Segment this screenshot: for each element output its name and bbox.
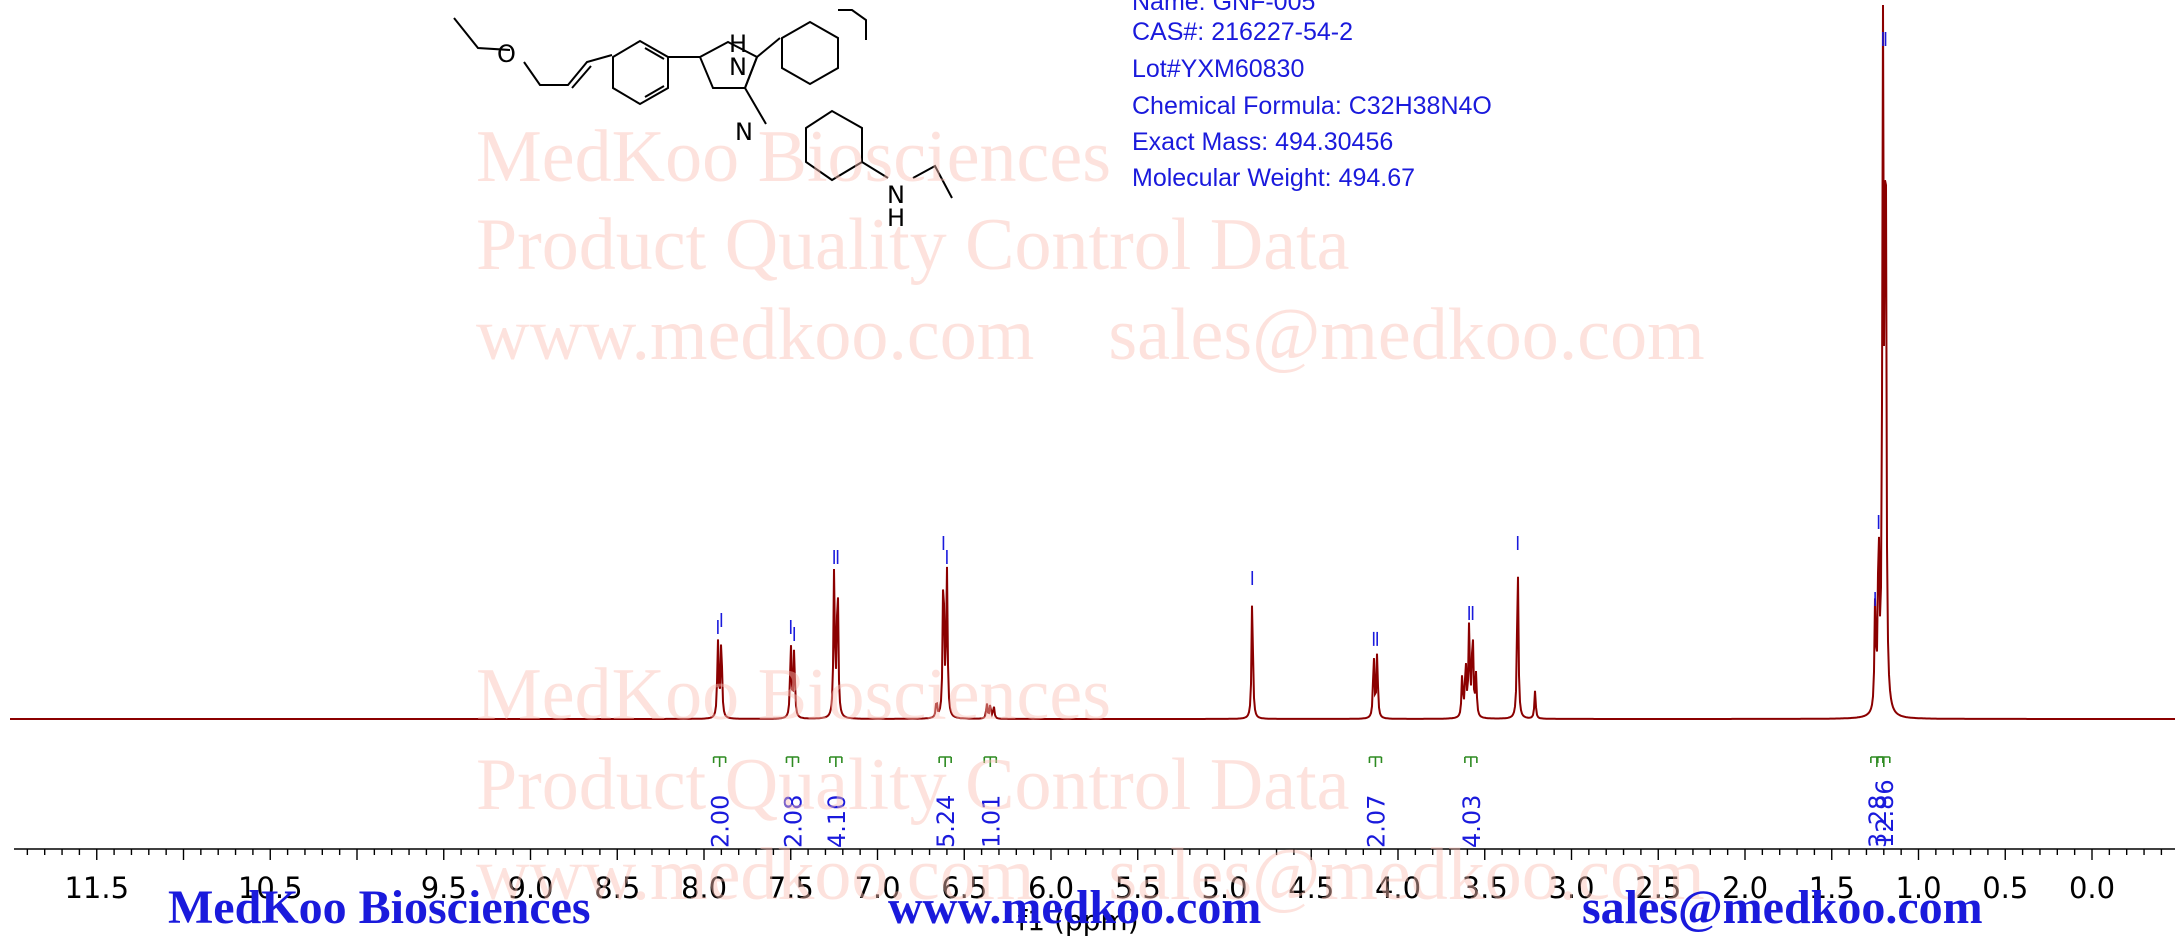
x-tick-label: 9.5 <box>421 871 467 905</box>
integral-label: 4.03 <box>1458 795 1486 848</box>
x-tick-label: 11.5 <box>64 871 129 905</box>
watermark-top-line1: MedKoo Biosciences <box>476 116 1112 198</box>
x-tick-label: 10.5 <box>238 871 303 905</box>
molecule-atom-labels: O N H N N H <box>497 30 905 232</box>
integral-bracket <box>1877 756 1891 767</box>
integral: 2.08 <box>779 756 807 848</box>
integral-bracket <box>829 756 843 767</box>
atom-h3: H <box>887 204 905 232</box>
integral: 12.86 <box>1871 756 1899 848</box>
compound-name: Name: GNF-005 <box>1132 0 1316 16</box>
integral-label: 2.08 <box>779 795 807 848</box>
x-tick-label: 9.0 <box>507 871 553 905</box>
integral-bracket <box>1870 756 1884 767</box>
x-tick-label: 7.0 <box>854 871 900 905</box>
integral: 2.00 <box>707 756 735 848</box>
integral-bracket <box>938 756 952 767</box>
compound-lot: Lot#YXM60830 <box>1132 55 1305 83</box>
integral-label: 2.00 <box>707 795 735 848</box>
compound-cas: CAS#: 216227-54-2 <box>1132 18 1353 46</box>
watermark-bottom-line1: MedKoo Biosciences <box>476 654 1112 736</box>
footer-company: MedKoo Biosciences <box>168 881 591 934</box>
integral: 5.24 <box>932 756 960 848</box>
x-tick-label: 3.0 <box>1548 871 1594 905</box>
watermark-top-line2: Product Quality Control Data <box>476 204 1350 286</box>
integral: 3.28 <box>1864 756 1892 848</box>
x-tick-label: 2.5 <box>1635 871 1681 905</box>
integral: 2.07 <box>1362 756 1390 848</box>
x-tick-label: 1.5 <box>1809 871 1855 905</box>
x-tick-label: 5.5 <box>1115 871 1161 905</box>
integral-label: 4.10 <box>823 795 851 848</box>
integral-bracket <box>1464 756 1478 767</box>
atom-n3: N <box>887 181 905 209</box>
x-tick-label: 5.0 <box>1201 871 1247 905</box>
compound-formula: Chemical Formula: C32H38N4O <box>1132 92 1492 120</box>
watermark-top-line3: www.medkoo.com sales@medkoo.com <box>476 294 1705 376</box>
footer-email: sales@medkoo.com <box>1582 881 1983 934</box>
watermark-bottom-line2: Product Quality Control Data <box>476 744 1350 826</box>
integral-label: 12.86 <box>1871 779 1899 848</box>
x-axis: 11.5 10.5 9.5 9.0 8.5 8.0 7.5 7.0 6.5 6.0 5.5 5.0 4.… <box>14 848 2175 937</box>
molecule-structure <box>453 9 953 199</box>
compound-mw: Molecular Weight: 494.67 <box>1132 164 1416 192</box>
x-tick-label: 0.5 <box>1982 871 2028 905</box>
integral-label: 3.28 <box>1864 795 1892 848</box>
integral-bracket <box>785 756 800 767</box>
x-tick-label: 2.0 <box>1722 871 1768 905</box>
footer-site: www.medkoo.com <box>888 881 1262 934</box>
atom-n2: N <box>735 118 753 146</box>
x-tick-label: 6.5 <box>941 871 987 905</box>
compound-exact-mass: Exact Mass: 494.30456 <box>1132 128 1394 156</box>
integral-label: 5.24 <box>932 795 960 848</box>
integral: 4.03 <box>1458 756 1486 848</box>
x-tick-label: 4.5 <box>1288 871 1334 905</box>
peak-markers <box>717 32 1887 646</box>
watermark-bottom-line3: www.medkoo.com sales@medkoo.com <box>476 834 1705 916</box>
integral: 1.01 <box>977 756 1005 848</box>
integral: 4.10 <box>823 756 851 848</box>
x-tick-label: 3.5 <box>1462 871 1508 905</box>
x-tick-label: 8.5 <box>594 871 640 905</box>
atom-o: O <box>497 40 516 68</box>
x-axis-label: f1 (ppm) <box>1017 904 1138 937</box>
x-tick-label: 1.0 <box>1895 871 1941 905</box>
integral-bracket <box>983 756 998 767</box>
integral-label: 1.01 <box>977 795 1005 848</box>
x-tick-label: 8.0 <box>681 871 727 905</box>
atom-h1: H <box>729 30 747 58</box>
atom-n1: N <box>729 53 747 81</box>
spectrum-trace <box>10 4 2175 720</box>
x-tick-label: 4.0 <box>1375 871 1421 905</box>
integral-bracket <box>1368 756 1383 767</box>
integral-label: 2.07 <box>1362 795 1390 848</box>
integral-bracket <box>712 756 727 767</box>
x-tick-label: 0.0 <box>2069 871 2115 905</box>
x-tick-label: 6.0 <box>1028 871 1074 905</box>
x-tick-label: 7.5 <box>768 871 814 905</box>
